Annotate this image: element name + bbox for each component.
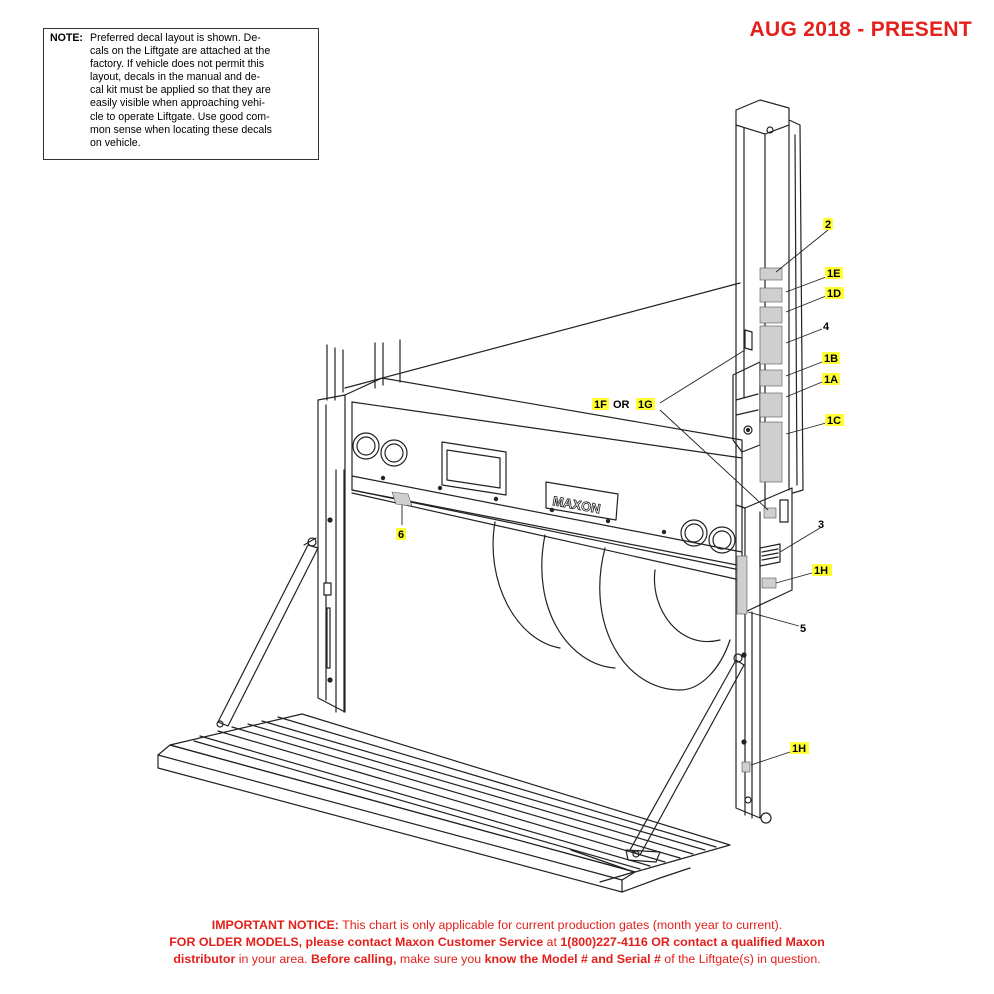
callout-1h-lower: 1H — [792, 743, 806, 755]
callout-bg — [825, 414, 844, 426]
decal-note-box: NOTE: Preferred decal layout is shown. D… — [43, 28, 319, 160]
decal-4 — [759, 325, 783, 365]
callout-6: 6 — [398, 529, 404, 541]
decal-5 — [736, 555, 748, 615]
note-line: cals on the Liftgate are attached at the — [90, 45, 271, 58]
callout-4: 4 — [823, 321, 830, 333]
decal-1d — [759, 306, 783, 324]
notice-line-1: IMPORTANT NOTICE: This chart is only app… — [211, 918, 783, 932]
callout-labels: 2 1E 1D 4 1B 1A 1C 1F OR 1G 3 1H 5 6 1H — [396, 218, 844, 755]
header-beam — [344, 377, 743, 581]
callout-bg — [812, 564, 832, 576]
decal-1e — [759, 287, 783, 303]
callout-1b: 1B — [824, 353, 838, 365]
callout-1f: 1F — [594, 399, 607, 411]
left-column — [317, 344, 346, 713]
note-line: Preferred decal layout is shown. De- — [90, 32, 261, 44]
callout-bg — [822, 373, 840, 385]
callout-1d: 1D — [827, 288, 841, 300]
truck-body-outline — [344, 282, 741, 389]
note-line: layout, decals in the manual and de- — [90, 71, 261, 84]
callout-bg — [825, 287, 844, 299]
decal-1h-upper — [761, 577, 777, 589]
decal-1h-lower — [741, 761, 751, 773]
note-text: Preferred decal layout is shown. De- cal… — [90, 32, 312, 150]
callout-1c: 1C — [827, 415, 841, 427]
decal-6 — [391, 491, 413, 507]
notice-line-3: distributor in your area. Before calling… — [173, 952, 821, 966]
truck-wheels — [492, 521, 731, 691]
decal-2 — [759, 267, 783, 281]
callout-bg — [790, 742, 809, 754]
callout-5: 5 — [800, 623, 806, 635]
note-line: on vehicle. — [90, 136, 141, 149]
callout-bg — [592, 398, 609, 410]
callout-bg — [396, 528, 406, 540]
decal-1c — [759, 421, 783, 483]
decal-areas — [391, 267, 783, 773]
date-range-title: AUG 2018 - PRESENT — [749, 18, 972, 41]
note-line: easily visible when approaching vehi- — [90, 97, 265, 110]
callout-bg — [825, 267, 843, 279]
callout-1e: 1E — [827, 268, 840, 280]
callout-2: 2 — [825, 219, 831, 231]
notice-line-2: FOR OLDER MODELS, please contact Maxon C… — [169, 935, 825, 949]
decal-1f-1g — [763, 507, 777, 519]
note-line: factory. If vehicle does not permit this — [90, 58, 265, 71]
note-line: cle to operate Liftgate. Use good com- — [90, 110, 270, 123]
note-label: NOTE: — [50, 32, 83, 44]
callout-1a: 1A — [824, 374, 838, 386]
callout-bg — [822, 352, 840, 364]
support-struts — [216, 537, 745, 863]
callout-bg — [823, 218, 833, 230]
liftgate-platform — [157, 713, 731, 893]
callout-or: OR — [613, 399, 630, 411]
callout-3: 3 — [818, 519, 824, 531]
note-line: cal kit must be applied so that they are — [90, 84, 271, 97]
callout-bg — [636, 398, 655, 410]
callout-1g: 1G — [638, 399, 653, 411]
note-line: mon sense when locating these decals — [90, 123, 272, 136]
callout-1h-upper: 1H — [814, 565, 828, 577]
decal-1b — [759, 369, 783, 387]
leader-lines — [401, 229, 829, 766]
decal-1a — [759, 392, 783, 418]
important-notice: IMPORTANT NOTICE: This chart is only app… — [0, 917, 994, 968]
